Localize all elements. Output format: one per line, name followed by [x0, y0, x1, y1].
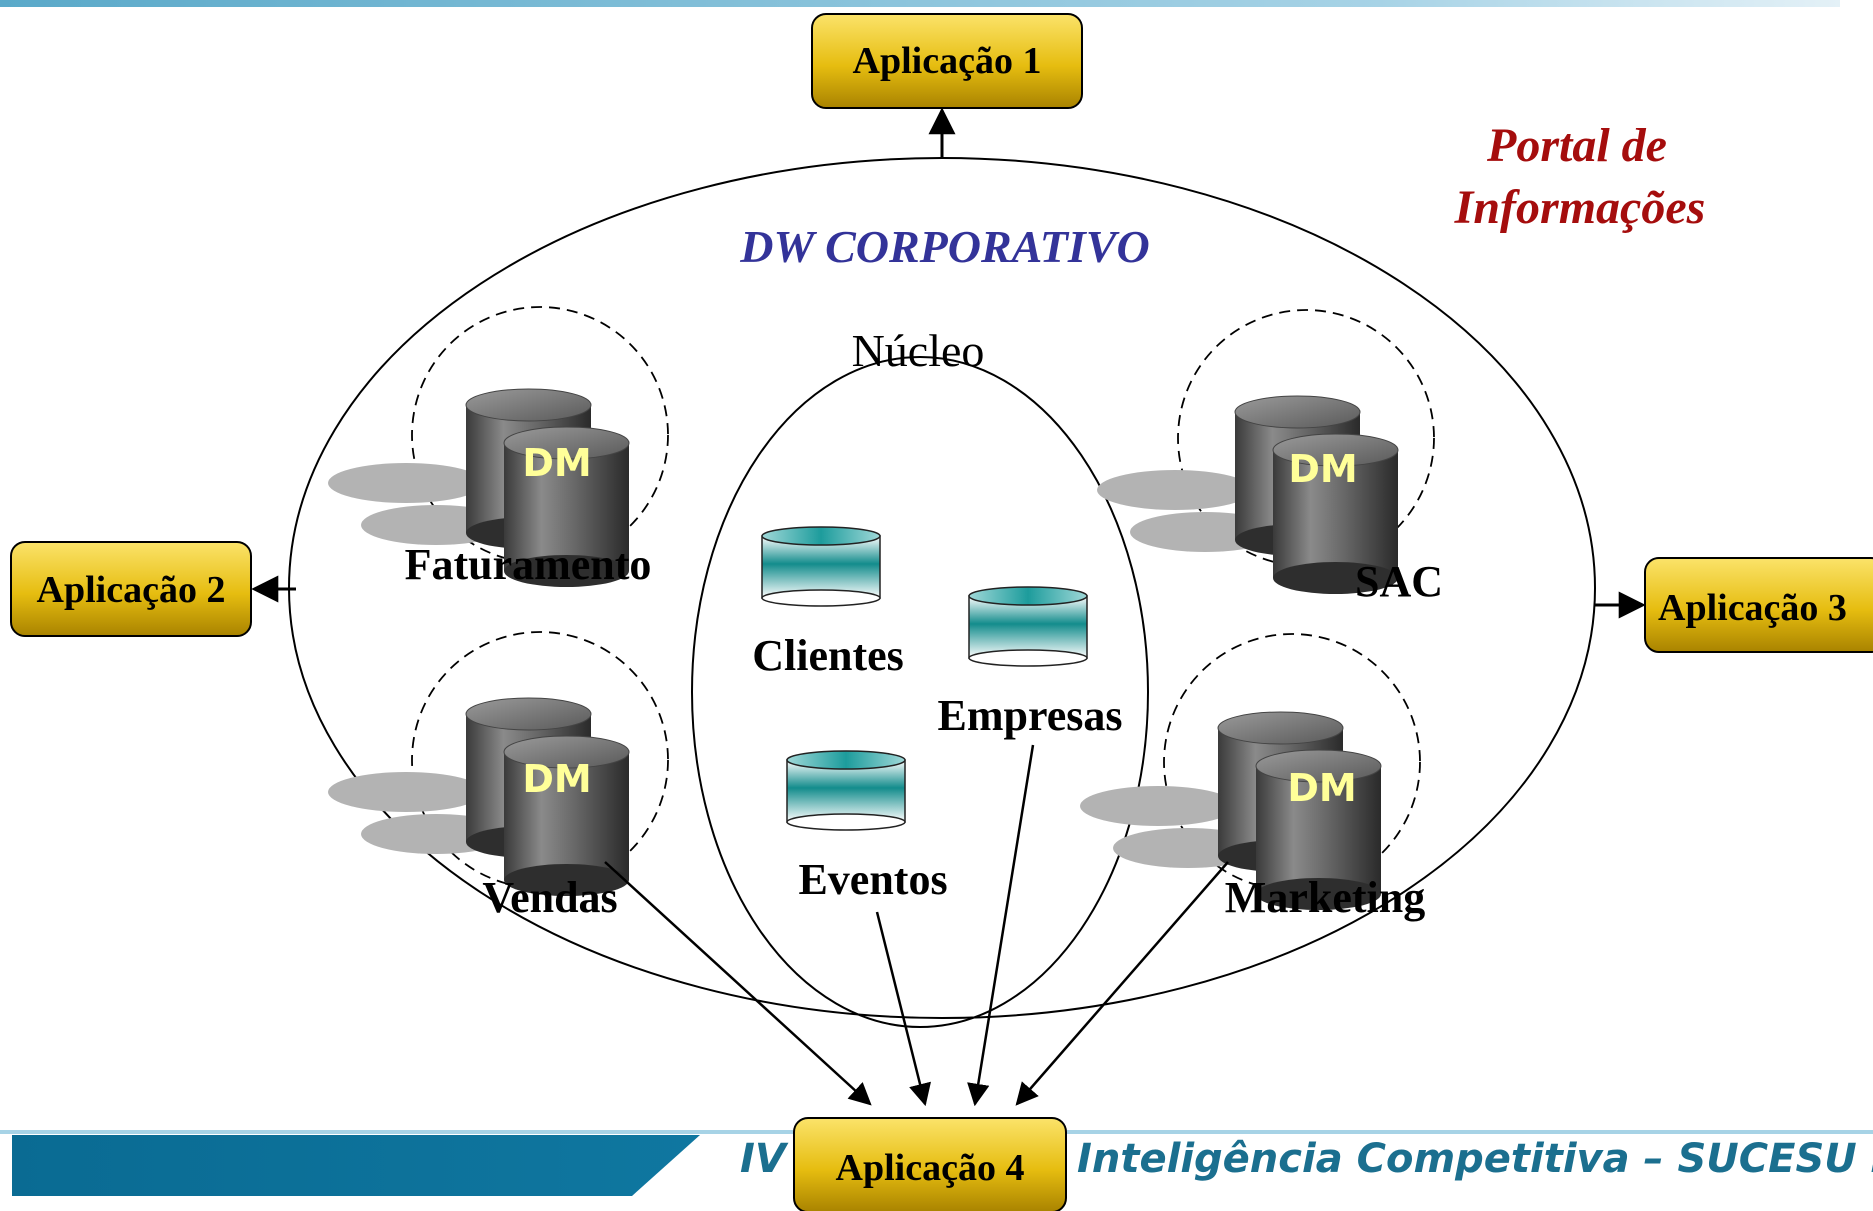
data-mart-vendas: DM Vendas	[327, 631, 669, 922]
footer-bar	[12, 1135, 700, 1196]
arrow-eventos-to-app4	[875, 911, 932, 1107]
dm-label-sac: SAC	[1355, 557, 1443, 606]
footer-right-text: Inteligência Competitiva – SUCESU RJ	[1077, 1136, 1873, 1182]
footer-left-text: IV	[740, 1136, 789, 1182]
data-mart-faturamento: DM Faturamento	[327, 306, 669, 589]
app-label-2: Aplicação 2	[37, 569, 226, 611]
core-table-clientes: Clientes	[752, 526, 904, 680]
table-cylinder-icon	[968, 586, 1088, 667]
arrow-marketing-to-app4	[1015, 861, 1229, 1106]
core-label-eventos: Eventos	[798, 855, 947, 904]
data-mart-sac: DM SAC	[1096, 309, 1443, 606]
core-table-empresas: Empresas	[938, 586, 1123, 740]
core-label-clientes: Clientes	[752, 631, 904, 680]
table-cylinder-icon	[761, 526, 881, 607]
app-box-2[interactable]: Aplicação 2	[10, 541, 252, 637]
app-box-3[interactable]: Aplicação 3	[1644, 557, 1873, 653]
app-box-4[interactable]: Aplicação 4	[793, 1117, 1067, 1211]
table-cylinder-icon	[786, 750, 906, 831]
footer: IV Inteligência Competitiva – SUCESU RJ	[0, 1130, 1873, 1196]
arrow-vendas-to-app4	[604, 861, 872, 1106]
dm-badge: DM	[522, 757, 591, 801]
dw-title: DW CORPORATIVO	[739, 221, 1149, 272]
app-label-3: Aplicação 3	[1658, 587, 1847, 629]
core-table-eventos: Eventos	[786, 750, 948, 904]
database-icon	[1096, 395, 1399, 595]
arrow-empresas-to-app4	[967, 744, 1035, 1107]
core-boundary	[691, 356, 1149, 1028]
dm-badge: DM	[1288, 447, 1357, 491]
dm-label-faturamento: Faturamento	[405, 540, 652, 589]
core-title: Núcleo	[852, 325, 985, 376]
app-label-4: Aplicação 4	[836, 1147, 1025, 1189]
dm-badge: DM	[522, 441, 591, 485]
portal-title-line1: Portal de	[1486, 119, 1667, 172]
portal-title-line2: Informações	[1454, 181, 1706, 234]
app-label-1: Aplicação 1	[853, 40, 1042, 82]
top-divider	[0, 0, 1840, 7]
dm-label-vendas: Vendas	[482, 873, 617, 922]
app-box-1[interactable]: Aplicação 1	[811, 13, 1083, 109]
dm-badge: DM	[1287, 766, 1356, 810]
core-label-empresas: Empresas	[938, 691, 1123, 740]
dm-label-marketing: Marketing	[1225, 873, 1425, 922]
data-mart-marketing: DM Marketing	[1079, 633, 1425, 922]
